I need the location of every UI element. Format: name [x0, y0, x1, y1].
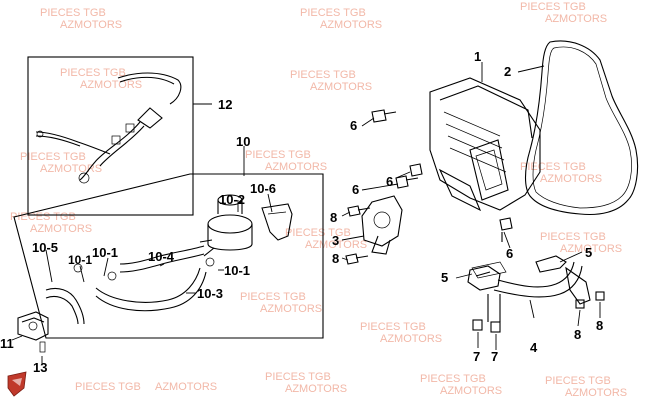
- watermark: AZMOTORS: [565, 387, 627, 399]
- watermark: PIECES TGB: [60, 67, 126, 79]
- callout-12: 12: [218, 97, 232, 112]
- callout-5: 5: [441, 270, 448, 285]
- bolts: [345, 109, 605, 333]
- watermark: AZMOTORS: [545, 13, 607, 25]
- watermark: AZMOTORS: [80, 79, 142, 91]
- watermark: PIECES TGB: [360, 321, 426, 333]
- callout-3: 3: [332, 233, 339, 248]
- watermark: PIECES TGB: [10, 211, 76, 223]
- watermark: PIECES TGB: [300, 7, 366, 19]
- watermark: AZMOTORS: [30, 223, 92, 235]
- callout-6: 6: [352, 182, 359, 197]
- watermark: AZMOTORS: [540, 173, 602, 185]
- callout-4: 4: [530, 340, 538, 355]
- callout-10-6: 10-6: [250, 181, 276, 196]
- watermark: AZMOTORS: [320, 19, 382, 31]
- watermark-layer: PIECES TGB AZMOTORS PIECES TGB AZMOTORS …: [10, 1, 627, 399]
- watermark: PIECES TGB: [245, 149, 311, 161]
- watermark: AZMOTORS: [155, 381, 217, 393]
- callout-11: 11: [0, 336, 14, 351]
- callout-8: 8: [332, 251, 339, 266]
- watermark: PIECES TGB: [420, 373, 486, 385]
- callout-10-1: 10-1: [224, 263, 250, 278]
- callout-5: 5: [585, 245, 592, 260]
- breather-hose-assembly: [27, 56, 194, 216]
- callout-1: 1: [474, 49, 481, 64]
- callout-10-3: 10-3: [197, 286, 223, 301]
- watermark: AZMOTORS: [285, 383, 347, 395]
- air-cut-valve: [17, 311, 49, 353]
- callout-8: 8: [596, 318, 603, 333]
- oil-pipe-assembly: [467, 255, 591, 322]
- watermark: PIECES TGB: [290, 69, 356, 81]
- callout-10-5: 10-5: [32, 240, 58, 255]
- watermark: PIECES TGB: [545, 375, 611, 387]
- watermark: PIECES TGB: [40, 7, 106, 19]
- callout-7: 7: [473, 349, 480, 364]
- watermark: AZMOTORS: [310, 81, 372, 93]
- callout-8: 8: [574, 327, 581, 342]
- callout-2: 2: [504, 64, 511, 79]
- watermark: PIECES TGB: [520, 1, 586, 13]
- watermark: AZMOTORS: [60, 19, 122, 31]
- watermark: AZMOTORS: [380, 333, 442, 345]
- watermark: PIECES TGB: [285, 227, 351, 239]
- watermark: AZMOTORS: [305, 239, 367, 251]
- cylinder-head-cover: [429, 77, 541, 212]
- callout-10-1: 10-1: [68, 253, 92, 267]
- watermark: AZMOTORS: [260, 303, 322, 315]
- watermark: PIECES TGB: [20, 151, 86, 163]
- head-cover-gasket: [524, 40, 639, 216]
- watermark: PIECES TGB: [520, 161, 586, 173]
- callouts: 1 2 3 4 5 5 6 6 6 6 7 7 8 8 8 8 10 10-1 …: [0, 49, 603, 375]
- callout-6: 6: [386, 174, 393, 189]
- watermark: PIECES TGB: [75, 381, 141, 393]
- watermark: PIECES TGB: [265, 371, 331, 383]
- secondary-air-system: [13, 173, 324, 339]
- watermark: AZMOTORS: [440, 385, 502, 397]
- callout-6: 6: [350, 118, 357, 133]
- tgb-shield-logo: [7, 371, 27, 397]
- callout-6: 6: [506, 246, 513, 261]
- leader-lines: [11, 62, 601, 364]
- group-frame-12: [27, 56, 194, 216]
- callout-10: 10: [236, 134, 250, 149]
- watermark: PIECES TGB: [240, 291, 306, 303]
- callout-10-4: 10-4: [148, 249, 175, 264]
- watermark: AZMOTORS: [560, 243, 622, 255]
- callout-7: 7: [491, 349, 498, 364]
- group-frame-10: [13, 173, 324, 339]
- callout-10-1: 10-1: [92, 245, 118, 260]
- intake-flange: [361, 195, 403, 255]
- watermark: PIECES TGB: [540, 231, 606, 243]
- callout-10-2: 10-2: [219, 192, 245, 207]
- callout-13: 13: [33, 360, 47, 375]
- watermark: AZMOTORS: [265, 161, 327, 173]
- callout-8: 8: [330, 210, 337, 225]
